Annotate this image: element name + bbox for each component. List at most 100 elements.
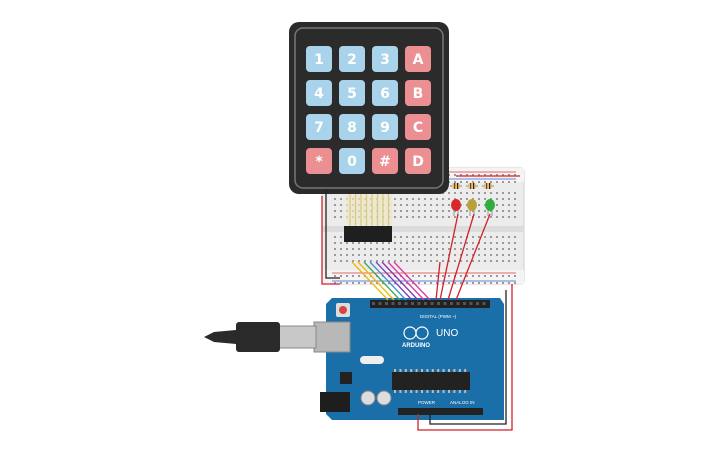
breadboard-hole xyxy=(466,181,468,183)
led-green xyxy=(485,199,495,211)
keypad-key-label: 6 xyxy=(380,86,390,102)
breadboard-hole xyxy=(388,260,390,262)
breadboard-hole xyxy=(436,204,438,206)
breadboard-hole xyxy=(514,254,516,256)
breadboard-hole xyxy=(454,216,456,218)
breadboard-hole xyxy=(460,260,462,262)
breadboard-hole xyxy=(340,210,342,212)
breadboard-hole xyxy=(334,236,336,238)
breadboard-hole xyxy=(400,236,402,238)
breadboard-hole xyxy=(376,242,378,244)
breadboard-hole xyxy=(490,260,492,262)
breadboard-hole xyxy=(478,275,480,277)
resistor-band xyxy=(489,183,491,189)
wire xyxy=(393,261,431,301)
breadboard-hole xyxy=(502,260,504,262)
keypad-key-label: D xyxy=(412,154,424,170)
breadboard-hole xyxy=(394,248,396,250)
analog-power-header xyxy=(398,408,483,415)
keypad-key xyxy=(339,148,365,174)
resistor-band xyxy=(486,183,488,189)
power-jack xyxy=(320,392,350,412)
keypad-key xyxy=(405,148,431,174)
breadboard-hole xyxy=(388,254,390,256)
breadboard-hole xyxy=(412,210,414,212)
breadboard-hole xyxy=(514,242,516,244)
breadboard-hole xyxy=(490,275,492,277)
breadboard-hole xyxy=(496,204,498,206)
breadboard-hole xyxy=(436,198,438,200)
breadboard-hole xyxy=(340,242,342,244)
chip-pin xyxy=(410,369,413,372)
breadboard-hole xyxy=(400,260,402,262)
keypad-key-label: 8 xyxy=(347,120,357,136)
breadboard-hole xyxy=(436,236,438,238)
breadboard-hole xyxy=(502,181,504,183)
chip-pin xyxy=(448,369,450,372)
led-yellow xyxy=(467,199,477,211)
breadboard-hole xyxy=(424,216,426,218)
breadboard-hole xyxy=(466,174,468,176)
breadboard-hole xyxy=(502,174,504,176)
breadboard-hole xyxy=(496,254,498,256)
chip-pin xyxy=(437,369,440,372)
breadboard-hole xyxy=(448,242,450,244)
keypad-key xyxy=(306,80,332,106)
breadboard-hole xyxy=(466,275,468,277)
chip-pin xyxy=(442,390,445,393)
keypad-key-label: * xyxy=(315,154,323,170)
breadboard-hole xyxy=(430,236,432,238)
breadboard-hole xyxy=(430,275,432,277)
chip-pin xyxy=(410,390,413,393)
breadboard-hole xyxy=(472,254,474,256)
wire xyxy=(387,261,425,301)
breadboard-hole xyxy=(346,275,348,277)
header-pin xyxy=(437,302,440,305)
breadboard-hole xyxy=(514,248,516,250)
chip-pin xyxy=(464,390,467,393)
breadboard-hole xyxy=(424,204,426,206)
breadboard-hole xyxy=(382,248,384,250)
breadboard-hole xyxy=(430,282,432,284)
breadboard-hole xyxy=(376,254,378,256)
keypad-key xyxy=(372,80,398,106)
header-pin xyxy=(391,302,395,305)
breadboard-hole xyxy=(334,282,336,284)
breadboard-hole xyxy=(370,242,372,244)
breadboard-hole xyxy=(514,192,516,194)
power-label: POWER xyxy=(418,400,436,405)
breadboard-hole xyxy=(400,242,402,244)
breadboard-hole xyxy=(490,192,492,194)
breadboard-hole xyxy=(502,282,504,284)
breadboard-hole xyxy=(454,242,456,244)
breadboard-hole xyxy=(430,204,432,206)
breadboard-hole xyxy=(490,242,492,244)
breadboard-hole xyxy=(496,275,498,277)
breadboard-hole xyxy=(340,236,342,238)
breadboard-hole xyxy=(424,198,426,200)
breadboard-hole xyxy=(490,236,492,238)
breadboard-hole xyxy=(418,242,420,244)
chip-pin xyxy=(404,390,407,393)
breadboard-hole xyxy=(448,248,450,250)
breadboard-hole xyxy=(454,192,456,194)
breadboard-hole xyxy=(508,260,510,262)
breadboard-hole xyxy=(478,248,480,250)
header-pin xyxy=(411,302,414,305)
header-pin xyxy=(482,302,486,305)
breadboard-hole xyxy=(352,254,354,256)
capacitor xyxy=(360,390,376,406)
breadboard-hole xyxy=(466,192,468,194)
breadboard-hole xyxy=(484,242,486,244)
breadboard-hole xyxy=(466,248,468,250)
breadboard-hole xyxy=(418,254,420,256)
breadboard-hole xyxy=(436,282,438,284)
breadboard-hole xyxy=(478,236,480,238)
breadboard-hole xyxy=(478,282,480,284)
breadboard-hole xyxy=(418,216,420,218)
breadboard-hole xyxy=(460,248,462,250)
chip-pin xyxy=(394,369,396,372)
header-pin xyxy=(417,302,421,305)
breadboard-hole xyxy=(496,260,498,262)
